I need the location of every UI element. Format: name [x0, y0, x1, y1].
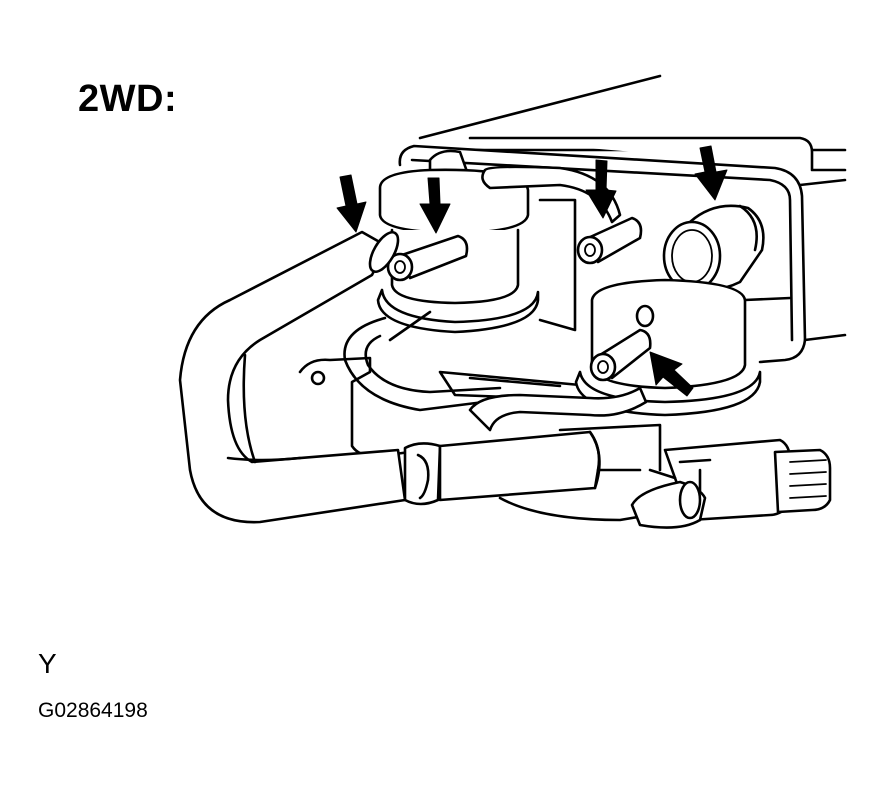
figure-title: 2WD: [78, 78, 178, 120]
main-hose-left [178, 230, 407, 524]
electrical-connector [630, 438, 832, 529]
port-indicator-arrow-icon [694, 145, 728, 201]
port-indicator-arrow-icon [336, 174, 367, 233]
connecting-pipe-top [481, 165, 622, 224]
port-indicator-arrow-icon [585, 159, 617, 219]
port-indicator-arrow-icon [419, 177, 451, 234]
hose-clamp-and-lower-hose [403, 430, 652, 522]
view-letter: Y [38, 648, 57, 679]
canister-port-middle [576, 216, 643, 265]
port-indicator-arrow-icon [649, 351, 694, 397]
figure-id: G02864198 [38, 699, 148, 722]
loop-hose [343, 310, 648, 432]
port-indicator-arrows [336, 145, 728, 397]
